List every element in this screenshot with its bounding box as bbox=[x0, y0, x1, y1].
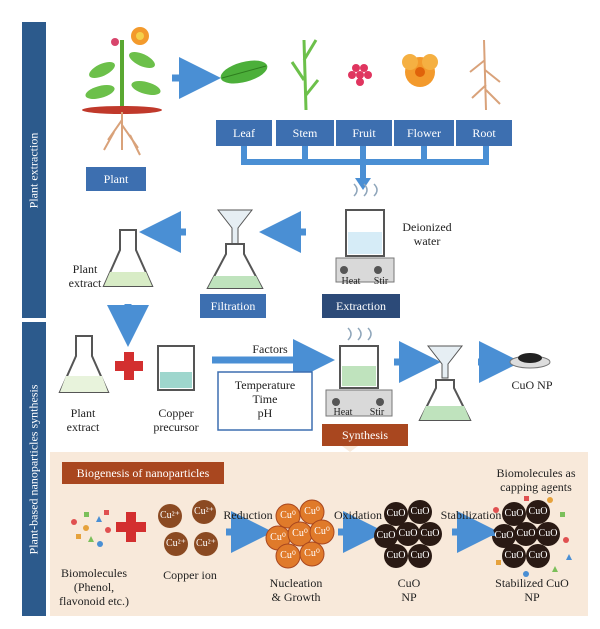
cuo-symbol-6: CuO bbox=[386, 550, 406, 561]
plant-illustration bbox=[82, 27, 162, 156]
cu-ion-2: Cu²⁺ bbox=[194, 506, 214, 517]
cu0-symbol-3: Cu⁰ bbox=[270, 532, 286, 543]
stab-cuo-symbol-5: CuO bbox=[538, 528, 558, 539]
cuo-symbol-2: CuO bbox=[410, 506, 430, 517]
plant-extract-bottom-1: Plant bbox=[70, 406, 96, 420]
part-stem: Stem bbox=[276, 120, 334, 146]
plant-extract-bottom-2: extract bbox=[66, 420, 100, 434]
cuo-symbol-5: CuO bbox=[420, 528, 440, 539]
copper-precursor-2: precursor bbox=[153, 420, 199, 434]
oxidation-label: Oxidation bbox=[334, 508, 382, 522]
stab-cuo-symbol-4: CuO bbox=[516, 528, 536, 539]
fruit-icon bbox=[348, 64, 372, 86]
biomolecules-label-3: flavonoid etc.) bbox=[59, 594, 129, 608]
cu0-symbol-6: Cu⁰ bbox=[280, 550, 296, 561]
root-icon bbox=[469, 39, 501, 111]
cu-ion-4: Cu²⁺ bbox=[196, 538, 216, 549]
stabilized-label-2: NP bbox=[524, 590, 540, 604]
plant-extract-top-1: Plant bbox=[72, 262, 98, 276]
cu-ion-3: Cu²⁺ bbox=[166, 538, 186, 549]
capping-label-2: capping agents bbox=[500, 480, 572, 494]
cuo-symbol-7: CuO bbox=[410, 550, 430, 561]
reduction-label: Reduction bbox=[223, 508, 273, 522]
synthesis-label: Synthesis bbox=[341, 428, 388, 442]
filtration-box bbox=[200, 294, 266, 318]
part-leaf: Leaf bbox=[216, 120, 272, 146]
biogenesis-title: Biogenesis of nanoparticles bbox=[76, 466, 210, 480]
cuo-np-dish bbox=[509, 353, 551, 369]
nucleation-label-2: & Growth bbox=[271, 590, 321, 604]
part-flower: Flower bbox=[394, 120, 454, 146]
factor-temperature: Temperature bbox=[234, 378, 296, 392]
capping-label-1: Biomolecules as bbox=[496, 466, 576, 480]
copper-ion-label: Copper ion bbox=[163, 568, 217, 582]
extraction-apparatus bbox=[335, 183, 395, 283]
deionized-water-label-1: Deionized bbox=[402, 220, 452, 234]
cu0-symbol-7: Cu⁰ bbox=[304, 548, 320, 559]
copper-precursor-1: Copper bbox=[158, 406, 194, 420]
cuo-symbol-4: CuO bbox=[398, 528, 418, 539]
copper-ions-group bbox=[158, 500, 218, 556]
cu0-cluster bbox=[265, 499, 335, 569]
plus-icon bbox=[115, 352, 143, 380]
part-fruit: Fruit bbox=[336, 120, 392, 146]
cuo-symbol-1: CuO bbox=[386, 508, 406, 519]
sidebar-plant-extraction: Plant extraction bbox=[22, 22, 46, 318]
cuo-np-label-1: CuO bbox=[397, 576, 421, 590]
part-root: Root bbox=[456, 120, 512, 146]
stab-cuo-symbol-2: CuO bbox=[528, 506, 548, 517]
synthesis-stir-label: Stir bbox=[369, 407, 385, 418]
cu0-symbol-5: Cu⁰ bbox=[314, 526, 330, 537]
plant-extract-flask-bottom bbox=[58, 335, 110, 393]
synthesis-funnel-flask bbox=[418, 345, 472, 421]
factors-label: Factors bbox=[252, 342, 288, 356]
plant-extract-top-2: extract bbox=[68, 276, 102, 290]
factors-box bbox=[217, 371, 313, 431]
stabilized-label-1: Stabilized CuO bbox=[495, 576, 569, 590]
biomolecules-label-2: (Phenol, bbox=[73, 580, 115, 594]
cuo-np-label-2: NP bbox=[401, 590, 417, 604]
stabilization-label: Stabilization bbox=[440, 508, 502, 522]
factor-ph: pH bbox=[257, 406, 273, 420]
cuo-np-label: CuO NP bbox=[511, 378, 553, 392]
stem-icon bbox=[290, 39, 320, 111]
cu0-symbol-4: Cu⁰ bbox=[292, 528, 308, 539]
synthesis-box bbox=[322, 424, 408, 446]
filtration-apparatus bbox=[206, 209, 264, 289]
synthesis-apparatus bbox=[325, 327, 393, 417]
extraction-stir-label: Stir bbox=[373, 276, 389, 287]
factor-time: Time bbox=[252, 392, 278, 406]
cuo-symbol-3: CuO bbox=[376, 530, 396, 541]
plant-extract-flask-top bbox=[102, 229, 154, 287]
cu0-symbol-2: Cu⁰ bbox=[304, 506, 320, 517]
biomolecules-label-1: Biomolecules bbox=[61, 566, 127, 580]
plant-box bbox=[86, 167, 146, 191]
extraction-heat-label: Heat bbox=[341, 276, 361, 287]
cu0-symbol-1: Cu⁰ bbox=[280, 510, 296, 521]
parts-collector-arrows bbox=[241, 146, 489, 178]
deionized-water-label-2: water bbox=[413, 234, 441, 248]
flower-icon bbox=[402, 54, 438, 87]
biomolecules-icon bbox=[71, 510, 111, 547]
stab-cuo-symbol-7: CuO bbox=[528, 550, 548, 561]
nucleation-label-1: Nucleation bbox=[269, 576, 323, 590]
stab-cuo-symbol-3: CuO bbox=[494, 530, 514, 541]
stabilized-cuo-cluster bbox=[490, 496, 572, 577]
plus-icon-biogenesis bbox=[116, 512, 146, 542]
stab-cuo-symbol-1: CuO bbox=[504, 508, 524, 519]
cu-ion-1: Cu²⁺ bbox=[160, 510, 180, 521]
plant-label: Plant bbox=[103, 172, 129, 186]
extraction-label: Extraction bbox=[336, 299, 386, 313]
synthesis-heat-label: Heat bbox=[333, 407, 353, 418]
sidebar-nanoparticles-synthesis: Plant-based nanoparticles synthesis bbox=[22, 322, 46, 616]
biogenesis-title-box bbox=[62, 462, 224, 484]
cuo-cluster bbox=[374, 500, 442, 568]
stab-cuo-symbol-6: CuO bbox=[504, 550, 524, 561]
extraction-box bbox=[322, 294, 400, 318]
filtration-label: Filtration bbox=[210, 299, 256, 313]
copper-precursor-beaker bbox=[157, 345, 195, 391]
